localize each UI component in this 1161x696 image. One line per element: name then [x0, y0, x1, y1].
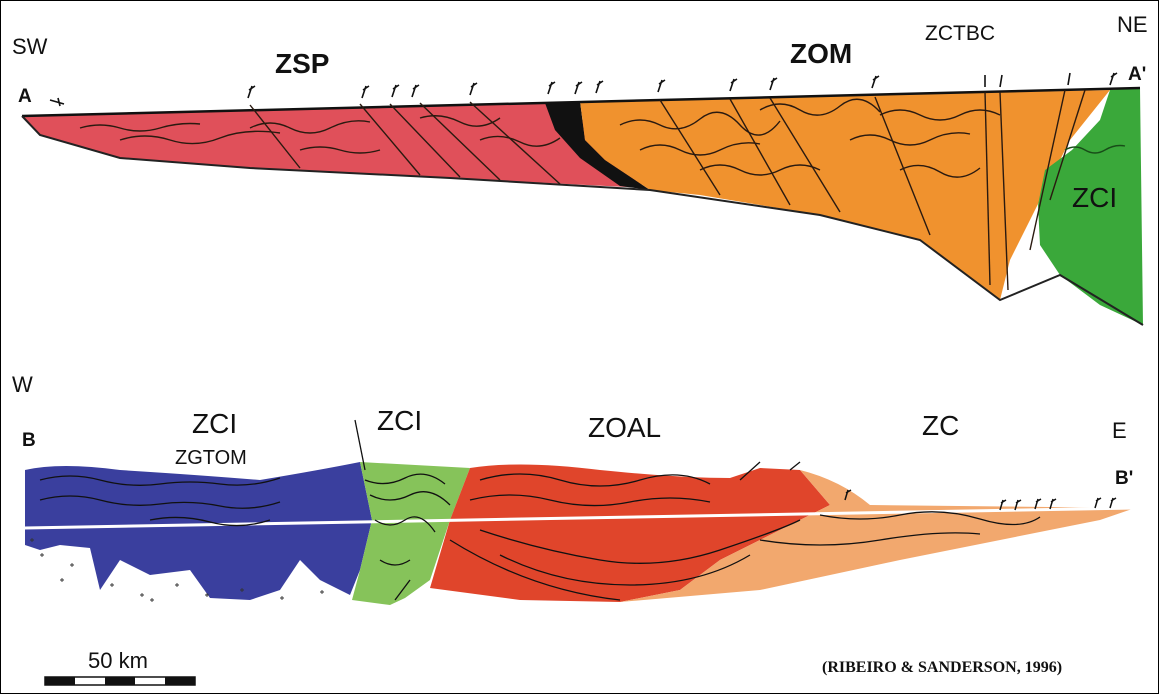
zone-label-zsp: ZSP [275, 48, 329, 80]
point-a: A [18, 86, 32, 108]
zone-label-zci-b2: ZCI [377, 405, 422, 437]
point-b-prime: B' [1115, 468, 1133, 490]
point-b: B [22, 430, 36, 452]
zone-label-zci-a: ZCI [1072, 182, 1117, 214]
citation: (RIBEIRO & SANDERSON, 1996) [822, 659, 1062, 677]
zone-label-zctbc: ZCTBC [925, 22, 995, 46]
zone-label-zc: ZC [922, 410, 959, 442]
zone-label-zoal: ZOAL [588, 412, 661, 444]
orientation-sw: SW [12, 34, 47, 60]
section-a [22, 73, 1143, 325]
scale-bar [45, 677, 195, 685]
zone-label-zom: ZOM [790, 38, 852, 70]
zone-zom-body [580, 90, 1110, 300]
zone-label-zgtom: ZGTOM [175, 447, 247, 470]
point-a-prime: A' [1128, 64, 1146, 86]
orientation-ne: NE [1117, 12, 1148, 38]
zone-label-zci-b1: ZCI [192, 408, 237, 440]
orientation-w: W [12, 372, 33, 398]
scale-bar-label: 50 km [88, 648, 148, 674]
orientation-e: E [1112, 418, 1127, 444]
